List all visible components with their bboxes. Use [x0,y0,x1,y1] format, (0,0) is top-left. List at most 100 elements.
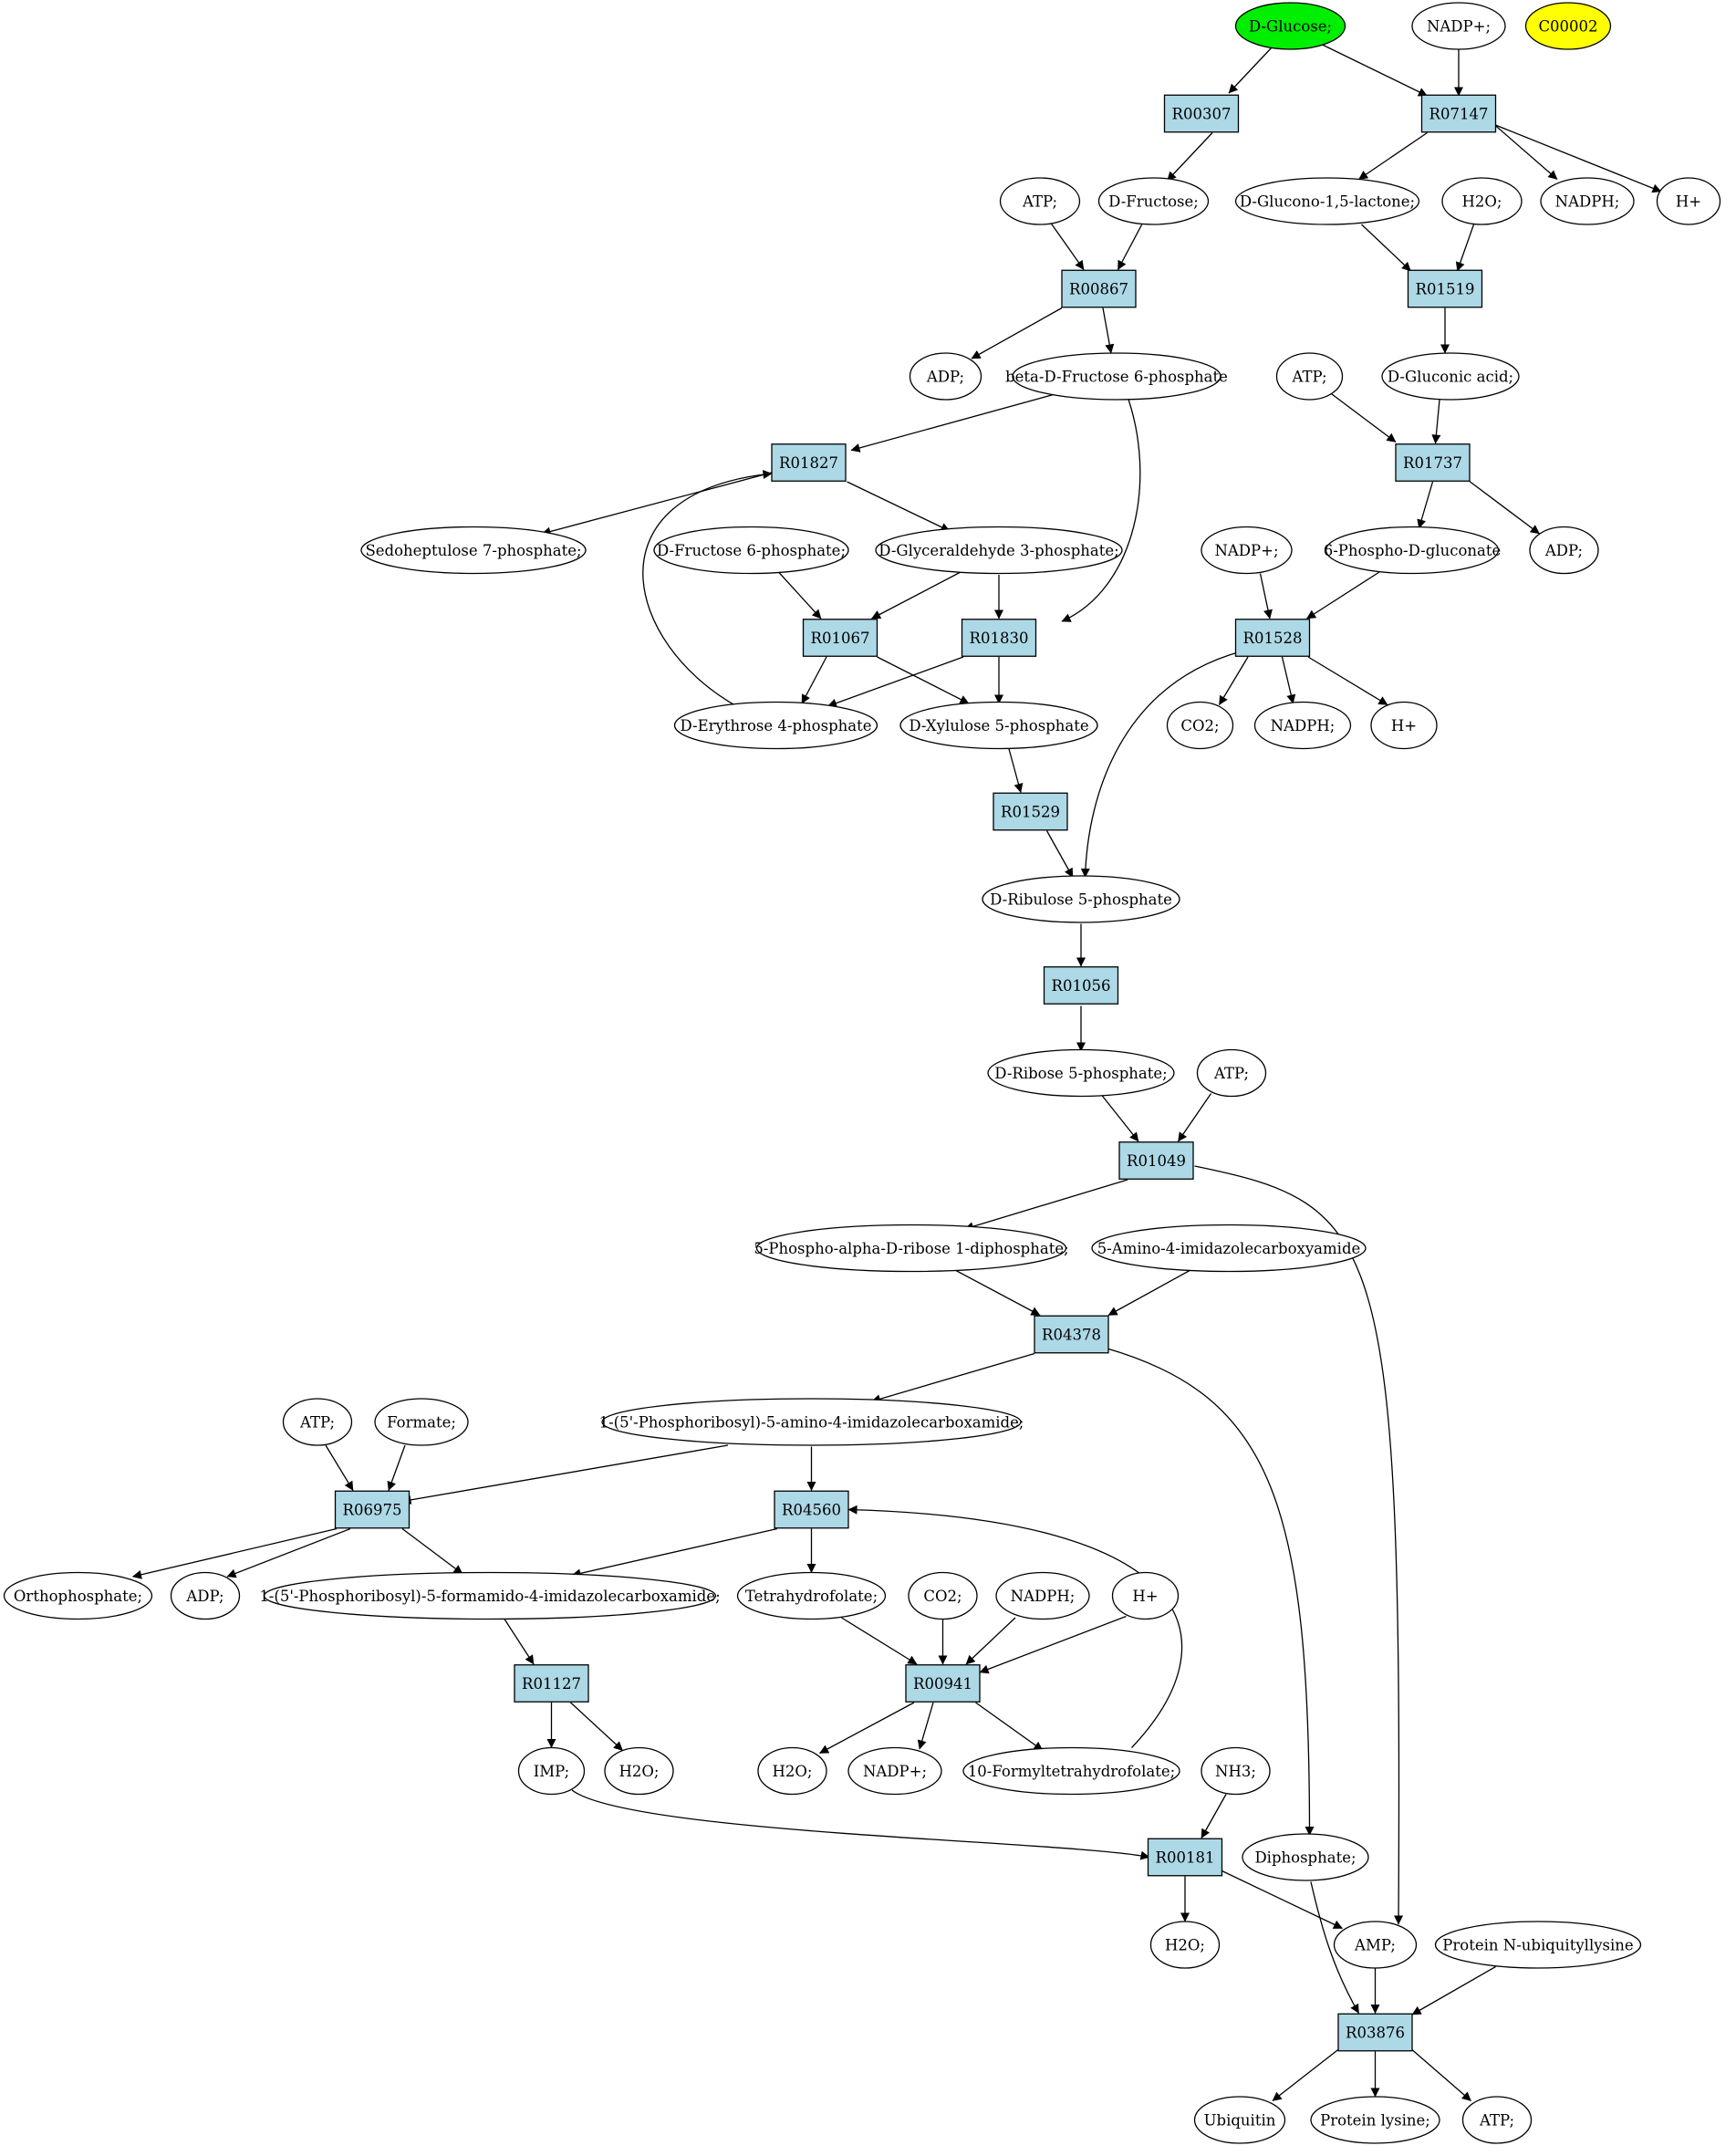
compound-xu5p[interactable]: D-Xylulose 5-phosphate [899,701,1098,750]
reaction-r01529[interactable]: R01529 [993,792,1068,831]
reaction-r04560[interactable]: R04560 [774,1490,849,1529]
compound-ortho[interactable]: Orthophosphate; [3,1571,153,1620]
compound-faicar[interactable]: 1-(5'-Phosphoribosyl)-5-formamido-4-imid… [259,1571,721,1620]
compound-atp3[interactable]: ATP; [1196,1048,1267,1098]
compound-atp2[interactable]: ATP; [1275,352,1344,401]
compound-glucose[interactable]: D-Glucose; [1234,2,1346,50]
compound-protlys[interactable]: Protein lysine; [1310,2096,1440,2144]
reaction-r00307[interactable]: R00307 [1163,94,1240,133]
reaction-r01056[interactable]: R01056 [1043,966,1119,1005]
compound-diphosphate[interactable]: Diphosphate; [1242,1833,1369,1881]
compound-label: CO2; [923,1588,962,1605]
compound-co2b[interactable]: CO2; [908,1571,978,1620]
reaction-r00867[interactable]: R00867 [1061,269,1137,308]
reaction-label: R04378 [1042,1327,1101,1344]
reaction-r01830[interactable]: R01830 [961,619,1037,657]
reaction-box [334,1490,411,1529]
compound-prpp[interactable]: 5-Phospho-alpha-D-ribose 1-diphosphate; [754,1224,1069,1273]
compound-adp1[interactable]: ADP; [909,352,982,401]
edge-arrow [1194,1165,1404,1925]
reaction-r01737[interactable]: R01737 [1395,443,1471,482]
compound-formate[interactable]: Formate; [374,1398,469,1446]
compound-r5p[interactable]: D-Ribose 5-phosphate; [987,1048,1175,1098]
compound-ru5p[interactable]: D-Ribulose 5-phosphate [982,875,1180,923]
compound-e4p[interactable]: D-Erythrose 4-phosphate [673,701,878,750]
edge-arrow [132,1527,338,1579]
compound-ellipse [1253,701,1352,750]
compound-h2o3[interactable]: H2O; [757,1746,827,1796]
compound-ellipse [908,1571,978,1620]
compound-nh3[interactable]: NH3; [1201,1746,1271,1796]
compound-label: 1-(5'-Phosphoribosyl)-5-formamido-4-imid… [259,1588,720,1605]
edge-arrow [1050,223,1085,270]
reaction-r01519[interactable]: R01519 [1407,269,1483,308]
reaction-r04378[interactable]: R04378 [1034,1315,1109,1354]
compound-h2o4[interactable]: H2O; [1149,1921,1221,1969]
compound-h2[interactable]: H+ [1370,701,1438,750]
compound-atp5[interactable]: ATP; [1461,2096,1533,2144]
compound-bfru6p[interactable]: beta-D-Fructose 6-phosphate [1005,352,1228,401]
reaction-r00941[interactable]: R00941 [905,1664,981,1703]
compound-ellipse [1201,1746,1271,1796]
reaction-r01528[interactable]: R01528 [1234,619,1311,657]
edge-arrow [1493,123,1662,193]
compound-ellipse [1381,352,1520,401]
compound-fructose[interactable]: D-Fructose; [1097,177,1210,225]
reaction-r03876[interactable]: R03876 [1337,2013,1413,2052]
reaction-r00181[interactable]: R00181 [1147,1838,1223,1877]
reaction-box [993,792,1068,831]
compound-label: NADPH; [1011,1588,1076,1605]
edge-arrow [1272,2047,1342,2102]
edge-arrow [1167,132,1213,182]
compound-nadph2[interactable]: NADPH; [1253,701,1352,750]
compound-nadph3[interactable]: NADPH; [995,1571,1090,1620]
reaction-r01049[interactable]: R01049 [1118,1141,1194,1180]
compound-h1[interactable]: H+ [1656,177,1721,225]
compound-ellipse [1166,701,1234,750]
compound-ubiquitin[interactable]: Ubiquitin [1193,2096,1286,2144]
compound-nadp1[interactable]: NADP+; [1411,2,1506,50]
compound-label: ADP; [926,369,964,386]
compound-adp2[interactable]: ADP; [1529,526,1599,575]
compound-fthf[interactable]: 10-Formyltetrahydrofolate; [962,1746,1180,1796]
reaction-r01127[interactable]: R01127 [514,1664,589,1703]
compound-nadp3[interactable]: NADP+; [847,1746,942,1796]
compound-amp[interactable]: AMP; [1333,1921,1418,1969]
compound-nadp2[interactable]: NADP+; [1201,526,1293,575]
compound-label: Protein N-ubiquityllysine [1442,1937,1633,1954]
compound-g3p[interactable]: D-Glyceraldehyde 3-phosphate; [875,526,1123,575]
compound-gluconolactone[interactable]: D-Glucono-1,5-lactone; [1234,177,1420,225]
edge-arrow [1061,392,1141,622]
compound-h2o2[interactable]: H2O; [604,1746,674,1796]
edge-arrow [1409,2047,1471,2101]
compound-adp3[interactable]: ADP; [170,1571,241,1620]
compound-c00002[interactable]: C00002 [1524,2,1612,50]
edge-arrow [841,1617,918,1665]
compound-atp1[interactable]: ATP; [999,177,1081,225]
reaction-r01827[interactable]: R01827 [771,443,847,482]
compound-ellipse [653,526,849,575]
compound-aica[interactable]: 5-Amino-4-imidazolecarboxyamide [1091,1224,1367,1273]
compound-aicar[interactable]: 1-(5'-Phosphoribosyl)-5-amino-4-imidazol… [599,1398,1024,1446]
compound-label: D-Fructose 6-phosphate; [657,542,846,559]
compound-h3[interactable]: H+ [1111,1571,1180,1620]
compound-protub[interactable]: Protein N-ubiquityllysine [1434,1921,1642,1969]
reaction-r07147[interactable]: R07147 [1420,94,1497,133]
compound-fru6p[interactable]: D-Fructose 6-phosphate; [653,526,849,575]
compound-thf[interactable]: Tetrahydrofolate; [736,1571,887,1620]
compound-gluconic[interactable]: D-Gluconic acid; [1381,352,1520,401]
compound-nadph1[interactable]: NADPH; [1540,177,1635,225]
compound-co2a[interactable]: CO2; [1166,701,1234,750]
edge-arrow [541,471,774,536]
reaction-r06975[interactable]: R06975 [334,1490,411,1529]
compound-h2o1[interactable]: H2O; [1441,177,1523,225]
compound-sed7p[interactable]: Sedoheptulose 7-phosphate; [360,526,587,575]
compound-pgluconate[interactable]: 6-Phospho-D-gluconate [1324,526,1502,575]
edge-arrow [1306,571,1380,620]
edges [132,43,1662,2102]
compound-atp4[interactable]: ATP; [282,1398,353,1446]
reaction-r01067[interactable]: R01067 [802,619,878,657]
compound-imp[interactable]: IMP; [517,1746,586,1796]
compound-ellipse [1234,177,1420,225]
compound-label: NADP+; [863,1763,927,1780]
